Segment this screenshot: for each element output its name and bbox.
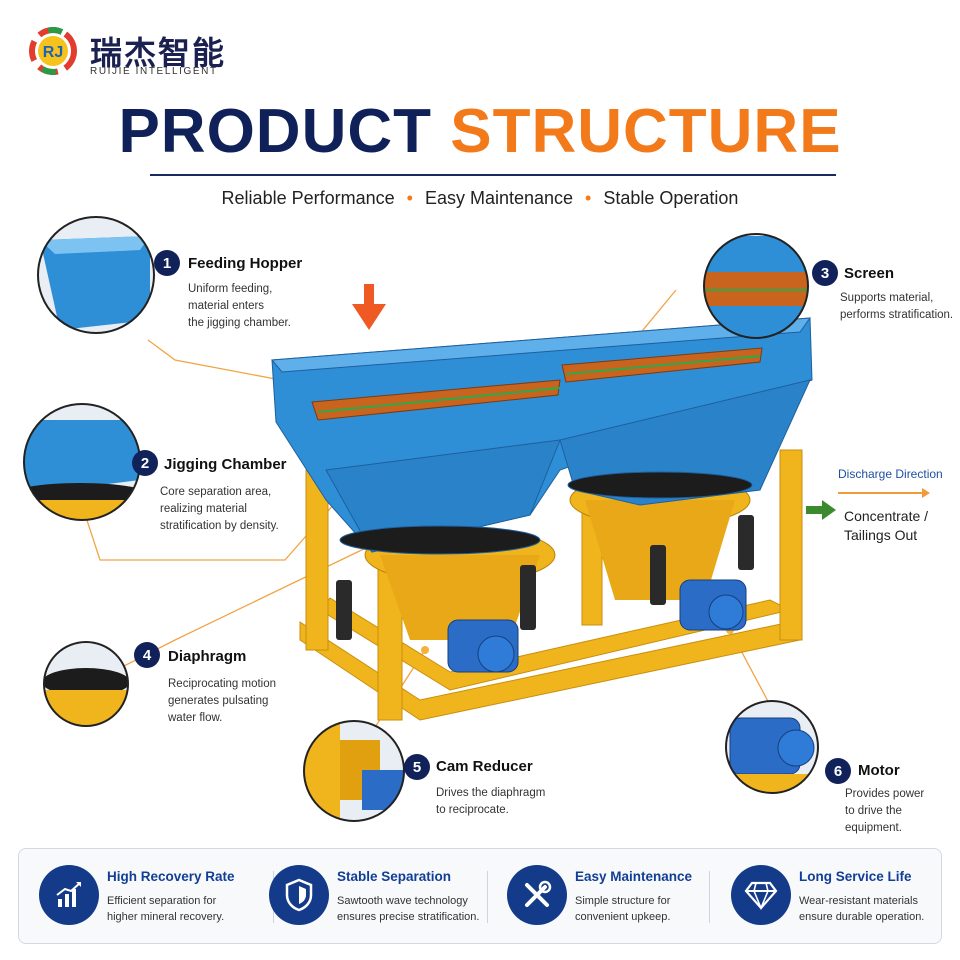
desc-line: ensure durable operation. (799, 911, 925, 923)
feature-title: High Recovery Rate (107, 869, 235, 884)
callout-number-6: 6 (825, 758, 851, 784)
callout-number-4: 4 (134, 642, 160, 668)
shield-icon (269, 865, 329, 925)
discharge-line: Concentrate / (844, 508, 929, 524)
callout-title-cam-reducer: Cam Reducer (436, 758, 533, 775)
subtitle-item: Reliable Performance (221, 188, 395, 208)
feature-title: Stable Separation (337, 869, 452, 884)
desc-line: Core separation area, (160, 486, 272, 498)
title-part-structure: STRUCTURE (450, 97, 842, 166)
feature-bar: High Recovery Rate Efficient separation … (18, 848, 942, 944)
desc-line: higher mineral recovery. (107, 911, 225, 923)
callout-title-jigging-chamber: Jigging Chamber (164, 456, 287, 473)
desc-line: performs stratification. (840, 309, 954, 321)
desc-line: Efficient separation for (107, 895, 217, 907)
callout-number-5: 5 (404, 754, 430, 780)
feature-easy-maintenance: Easy Maintenance Simple structure for co… (487, 849, 707, 945)
desc-line: Wear-resistant materials (799, 895, 918, 907)
feature-desc: Simple structure for convenient upkeep. (575, 893, 670, 925)
desc-line: the jigging chamber. (188, 317, 291, 329)
feature-long-service-life: Long Service Life Wear-resistant materia… (711, 849, 941, 945)
callout-desc-feeding-hopper: Uniform feeding, material enters the jig… (188, 281, 291, 332)
callout-desc-diaphragm: Reciprocating motion generates pulsating… (168, 676, 276, 727)
discharge-line: Tailings Out (844, 527, 918, 543)
callout-desc-screen: Supports material, performs stratificati… (840, 290, 953, 324)
feature-title: Easy Maintenance (575, 869, 693, 884)
desc-line: convenient upkeep. (575, 911, 671, 923)
discharge-direction-label: Discharge Direction (838, 467, 943, 481)
brand-logo-icon: RJ (28, 26, 78, 76)
desc-line: realizing material (160, 503, 247, 515)
inset-cam-reducer (303, 720, 405, 822)
desc-line: Uniform feeding, (188, 283, 273, 295)
subtitle: Reliable Performance • Easy Maintenance • St… (0, 188, 960, 209)
desc-line: material enters (188, 300, 265, 312)
callout-title-diaphragm: Diaphragm (168, 648, 247, 665)
desc-line: Reciprocating motion (168, 678, 277, 690)
desc-line: Supports material, (840, 292, 934, 304)
feature-desc: Sawtooth wave technology ensures precise… (337, 893, 479, 925)
brand-name-cn: 瑞杰智能 (90, 35, 227, 71)
callout-desc-jigging-chamber: Core separation area, realizing material… (160, 484, 279, 535)
discharge-output-text: Concentrate / Tailings Out (844, 507, 928, 545)
title-divider (150, 174, 836, 176)
diamond-icon (731, 865, 791, 925)
logo-letters: RJ (43, 44, 63, 61)
brand-name-en: RUIJIE INTELLIGENT (90, 66, 218, 77)
motor-unit (447, 579, 747, 673)
inset-jigging-chamber (23, 403, 141, 521)
desc-line: to reciprocate. (436, 804, 509, 816)
page-title: PRODUCT STRUCTURE (0, 96, 960, 167)
desc-line: to drive the (845, 805, 902, 817)
desc-line: generates pulsating (168, 695, 269, 707)
callout-desc-motor: Provides power to drive the equipment. (845, 786, 924, 837)
desc-line: Sawtooth wave technology (337, 895, 468, 907)
callout-title-screen: Screen (844, 265, 895, 282)
subtitle-separator: • (406, 188, 413, 208)
subtitle-separator: • (585, 188, 592, 208)
discharge-arrow-line (838, 488, 930, 498)
desc-line: Drives the diaphragm (436, 787, 546, 799)
feature-high-recovery: High Recovery Rate Efficient separation … (19, 849, 251, 945)
subtitle-item: Stable Operation (603, 188, 739, 208)
chart-growth-icon (39, 865, 99, 925)
feature-divider (487, 871, 488, 923)
inset-diaphragm (43, 641, 129, 727)
desc-line: water flow. (168, 712, 223, 724)
inset-feeding-hopper (37, 216, 155, 334)
callout-desc-cam-reducer: Drives the diaphragm to reciprocate. (436, 785, 545, 819)
desc-line: equipment. (845, 822, 902, 834)
tools-icon (507, 865, 567, 925)
feed-arrow-icon (352, 284, 386, 330)
title-part-product: PRODUCT (118, 97, 432, 166)
feature-stable-separation: Stable Separation Sawtooth wave technolo… (249, 849, 489, 945)
desc-line: ensures precise stratification. (337, 911, 480, 923)
feature-title: Long Service Life (799, 869, 912, 884)
leader-line-feeding-hopper (147, 339, 303, 385)
subtitle-item: Easy Maintenance (424, 188, 574, 208)
desc-line: stratification by density. (160, 520, 279, 532)
feature-desc: Wear-resistant materials ensure durable … (799, 893, 924, 925)
green-arrow-icon (806, 500, 836, 520)
desc-line: Provides power (845, 788, 925, 800)
callout-title-motor: Motor (858, 762, 900, 779)
inset-screen (703, 233, 809, 339)
inset-motor (725, 700, 819, 794)
feature-divider (709, 871, 710, 923)
callout-title-feeding-hopper: Feeding Hopper (188, 255, 303, 272)
callout-number-2: 2 (132, 450, 158, 476)
callout-number-1: 1 (154, 250, 180, 276)
callout-number-3: 3 (812, 260, 838, 286)
feature-desc: Efficient separation for higher mineral … (107, 893, 224, 925)
desc-line: Simple structure for (575, 895, 671, 907)
